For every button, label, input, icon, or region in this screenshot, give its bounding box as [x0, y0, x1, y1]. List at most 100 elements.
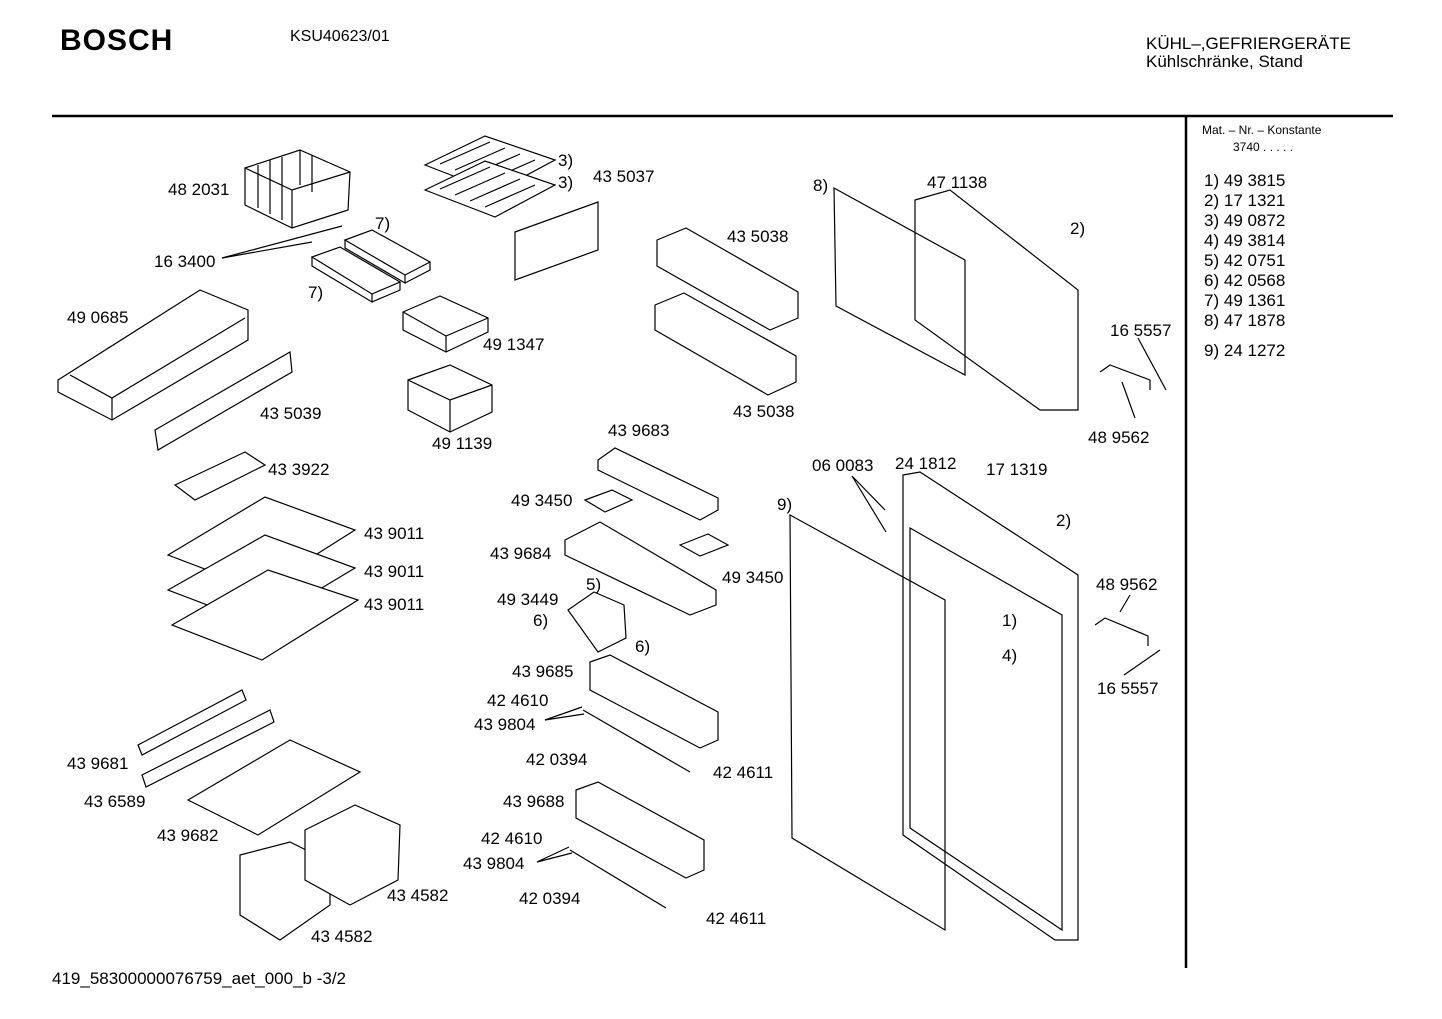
door-handle-part [1099, 364, 1151, 419]
legend-item: 9) 24 1272 [1204, 341, 1286, 360]
callout-label: 3) [558, 173, 574, 192]
freezer-drawer-part [57, 289, 249, 421]
part-label: 17 1319 [986, 460, 1048, 479]
part-label: 43 5039 [260, 404, 322, 423]
ice-tray-part [310, 229, 432, 304]
part-label: 47 1138 [927, 173, 988, 192]
part-label: 49 1139 [432, 434, 493, 453]
legend-item: 6) 42 0568 [1204, 271, 1286, 290]
door-handle-part [1094, 594, 1149, 646]
part-label: 43 5037 [593, 167, 655, 186]
egg-rack-part [173, 451, 267, 501]
part-label: 24 1812 [895, 454, 957, 473]
callout-label: 2) [1070, 219, 1086, 238]
part-label: 43 4582 [311, 927, 373, 946]
material-number-title: Mat. – Nr. – Konstante [1202, 123, 1322, 137]
glass-shelf-part [166, 496, 360, 661]
brand-logo: BOSCH [60, 24, 174, 57]
callout-label: 4) [1002, 646, 1018, 665]
part-label: 43 9011 [364, 524, 425, 543]
part-label: 43 4582 [387, 886, 449, 905]
material-constant: 3740 . . . . . [1233, 140, 1294, 154]
door-tray-part [589, 654, 719, 749]
callout-label: 3) [558, 151, 574, 170]
fridge-gasket-part [789, 513, 946, 932]
egg-holder-part [583, 489, 634, 513]
part-label: 42 0394 [519, 889, 581, 908]
door-tray-part [575, 781, 705, 879]
part-label: 48 9562 [1096, 575, 1158, 594]
freezer-gasket-part [833, 186, 966, 377]
callout-label: 5) [586, 575, 602, 594]
strip-part [582, 709, 691, 773]
flap-part [567, 591, 627, 653]
callout-label: 7) [375, 214, 391, 233]
part-label: 49 3450 [511, 491, 573, 510]
wire-grid-part [423, 135, 557, 218]
door-bin-part [656, 227, 799, 331]
part-label: 42 4610 [487, 691, 549, 710]
category-title: KÜHL–,GEFRIERGERÄTE [1146, 34, 1351, 53]
category-subtitle: Kühlschränke, Stand [1146, 52, 1303, 71]
legend-item: 5) 42 0751 [1204, 251, 1286, 270]
part-label: 43 9682 [157, 826, 219, 845]
legend-item: 4) 49 3814 [1204, 231, 1286, 250]
part-label: 43 9685 [512, 662, 574, 681]
part-label: 43 9011 [364, 595, 425, 614]
part-label: 43 9804 [474, 715, 536, 734]
part-label: 42 4611 [713, 763, 774, 782]
part-label: 43 9684 [490, 544, 552, 563]
part-label: 49 3449 [497, 590, 559, 609]
callout-label: 1) [1002, 611, 1018, 630]
part-label: 49 0685 [67, 308, 129, 327]
shelf-strip-part [141, 709, 275, 788]
part-label: 42 4611 [706, 909, 767, 928]
part-label: 49 3450 [722, 568, 784, 587]
strip-part [569, 849, 667, 909]
egg-tray-part [564, 521, 717, 616]
tray-holder-part [402, 295, 489, 353]
document-id: 419_58300000076759_aet_000_b -3/2 [52, 969, 347, 988]
legend-item: 8) 47 1878 [1204, 311, 1286, 330]
legend-item: 3) 49 0872 [1204, 211, 1286, 230]
legend-item: 2) 17 1321 [1204, 191, 1286, 210]
shelf-strip-part [137, 689, 247, 756]
part-label: 43 9681 [67, 754, 129, 773]
callout-label: 9) [777, 495, 793, 514]
callout-label: 6) [635, 637, 651, 656]
part-label: 16 5557 [1110, 321, 1172, 340]
part-label: 48 2031 [168, 180, 230, 199]
legend-item: 7) 49 1361 [1204, 291, 1286, 310]
part-label: 16 5557 [1097, 679, 1159, 698]
callout-label: 8) [813, 176, 829, 195]
part-label: 43 9688 [503, 792, 565, 811]
freezer-door-part [914, 189, 1079, 411]
small-drawer-part [407, 364, 493, 433]
part-label: 43 5038 [727, 227, 789, 246]
part-label: 48 9562 [1088, 428, 1150, 447]
part-label: 43 9011 [364, 562, 425, 581]
front-strip-part [154, 351, 293, 451]
part-label: 42 0394 [526, 750, 588, 769]
ice-box-part [244, 149, 351, 229]
crisper-drawer-part [304, 804, 401, 906]
fridge-door-part [902, 471, 1079, 941]
part-label: 49 1347 [483, 335, 545, 354]
part-label: 42 4610 [481, 829, 543, 848]
part-label: 06 0083 [812, 456, 874, 475]
part-label: 43 9804 [463, 854, 525, 873]
door-bin-part [654, 292, 797, 396]
callout-label: 2) [1056, 511, 1072, 530]
callout-label: 6) [533, 611, 549, 630]
part-label: 43 6589 [84, 792, 146, 811]
callout-label: 7) [308, 283, 324, 302]
part-label: 16 3400 [154, 252, 216, 271]
callout-legend: 1) 49 3815 2) 17 1321 3) 49 0872 4) 49 3… [1204, 171, 1285, 361]
bottle-rack-part [597, 447, 719, 521]
legend-item: 1) 49 3815 [1204, 171, 1286, 190]
crisper-cover-part [186, 739, 362, 836]
part-label: 43 3922 [268, 460, 330, 479]
part-label: 43 9683 [608, 421, 670, 440]
flap-panel-part [514, 201, 599, 281]
